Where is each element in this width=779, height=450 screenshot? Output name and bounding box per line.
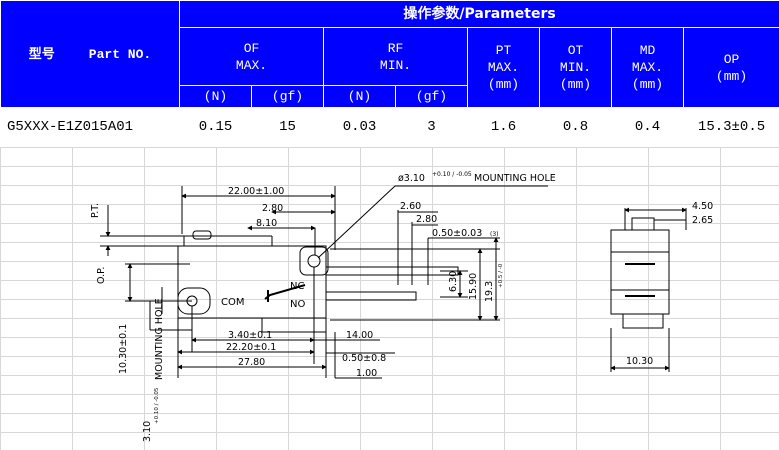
op-unit: (mm) [715, 68, 748, 84]
md-header: MD MAX. (mm) [611, 27, 684, 108]
of-label: OF [243, 40, 260, 56]
rf-label: RF [387, 40, 404, 56]
of-gf-cell: 15 [251, 107, 324, 147]
dim-280b-label: 2.80 [416, 214, 437, 225]
dim-050-label: 0.50±0.03 [432, 228, 482, 239]
dim-810-label: 8.10 [256, 218, 277, 229]
hole-v-label: MOUNTING HOLE [154, 298, 165, 380]
ot-label: OT [567, 43, 584, 58]
ot-unit: (mm) [559, 77, 592, 92]
technical-drawing: P.T. O.P. 22.00±1.00 2.80 8.10 ø3.10 +0.… [90, 171, 713, 442]
dim-340-label: 3.40±0.1 [228, 330, 272, 341]
pt-unit: (mm) [487, 77, 520, 92]
dim-1400-label: 14.00 [346, 330, 373, 341]
rf-sub-label: MIN. [379, 57, 412, 73]
dim-1590-label: 15.90 [468, 273, 479, 300]
dim-22-label: 22.00±1.00 [228, 186, 284, 197]
model-header: 型号 Part NO. [0, 0, 180, 108]
dim-193-label: 19.3 [484, 281, 495, 302]
roller [192, 230, 212, 240]
dim-1030-label: 10.30 [626, 356, 653, 367]
table-title: 操作参数/Parameters [178, 0, 779, 28]
of-sub-label: MAX. [235, 57, 268, 73]
of-unit-n: (N) [179, 85, 252, 108]
parameters-table: 型号 Part NO. 操作参数/Parameters OF MAX. RF MI… [0, 0, 779, 147]
pt-header: PT MAX. (mm) [467, 27, 540, 108]
rf-gf-cell: 3 [395, 107, 468, 147]
com-label: COM [221, 297, 244, 308]
pt-label: PT [495, 43, 512, 58]
mounting-hole-label: MOUNTING HOLE [474, 173, 556, 184]
dim-050-sup: (3) [490, 231, 499, 238]
nc-label: NC [290, 281, 304, 292]
dim-050b-label: 0.50±0.8 [342, 353, 386, 364]
side-view-body [610, 229, 670, 315]
md-cell: 0.4 [611, 107, 684, 147]
hole-diameter: ø3.10 [398, 173, 425, 184]
mounting-hole-top [307, 254, 321, 268]
dim-450-label: 4.50 [692, 201, 713, 212]
of-header: OF MAX. [179, 27, 324, 86]
no-label: NO [290, 299, 305, 310]
op-label: OP [723, 51, 740, 67]
switch-base [261, 317, 327, 333]
op-header: OP (mm) [682, 27, 779, 108]
of-n-cell: 0.15 [179, 107, 252, 147]
rf-unit-gf: (gf) [395, 85, 468, 108]
dim-260-label: 2.60 [400, 201, 421, 212]
rf-unit-n: (N) [323, 85, 396, 108]
dim-1030v-label: 10.30±0.1 [118, 324, 129, 374]
table-row: G5XXX-E1Z015A01 0.15 15 0.03 3 1.6 0.8 0… [0, 107, 779, 147]
pt-sub-label: MAX. [487, 60, 520, 75]
pt-label: P.T. [90, 203, 101, 218]
ot-cell: 0.8 [539, 107, 612, 147]
dim-280-label: 2.80 [262, 203, 283, 214]
hole-tolerance: +0.10 / -0.05 [432, 171, 472, 178]
md-label: MD [639, 43, 656, 58]
part-number-cell: G5XXX-E1Z015A01 [0, 107, 180, 147]
pt-cell: 1.6 [467, 107, 540, 147]
dim-630-label: 6.30 [448, 271, 459, 292]
switch-body [177, 245, 327, 319]
dim-2780-label: 27.80 [238, 357, 265, 368]
dim-193-tol: +0.5 / -0 [498, 263, 504, 288]
hole-v-tolerance: +0.10 / -0.05 [154, 387, 160, 424]
model-label: 型号 [28, 46, 55, 62]
rf-header: RF MIN. [323, 27, 468, 86]
dim-2220-label: 22.20±0.1 [226, 342, 276, 353]
hole-v-diameter: 3.10 [142, 421, 153, 442]
dim-265-label: 2.65 [692, 215, 713, 226]
md-unit: (mm) [631, 77, 664, 92]
ot-sub-label: MIN. [559, 60, 592, 75]
part-no-label: Part NO. [88, 46, 152, 62]
op-label: O.P. [96, 267, 107, 284]
dim-100-label: 1.00 [356, 368, 377, 379]
op-cell: 15.3±0.5 [682, 107, 779, 147]
of-unit-gf: (gf) [251, 85, 324, 108]
ot-header: OT MIN. (mm) [539, 27, 612, 108]
md-sub-label: MAX. [631, 60, 664, 75]
rf-n-cell: 0.03 [323, 107, 396, 147]
